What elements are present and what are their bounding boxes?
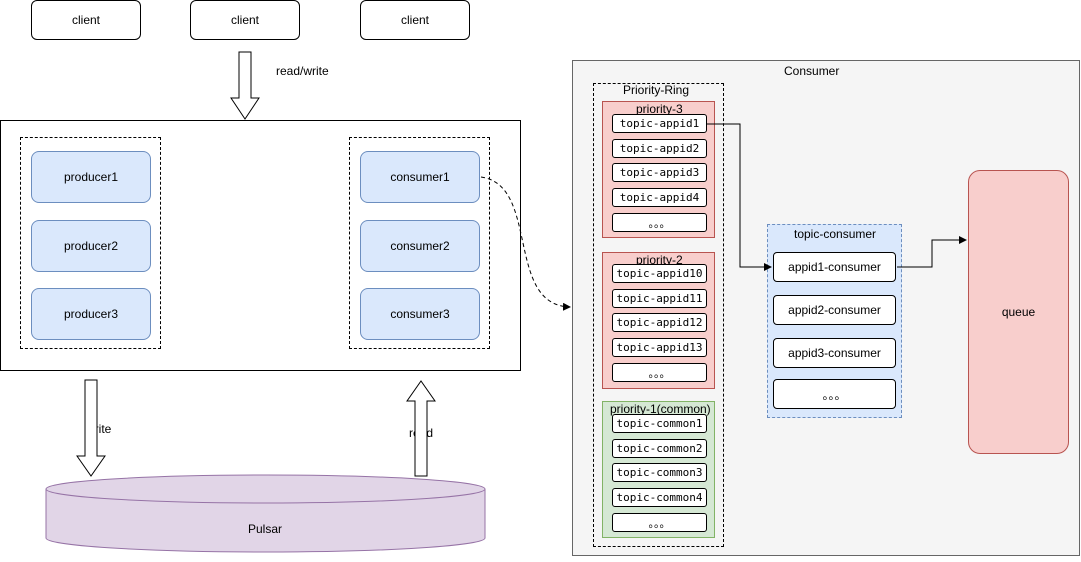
- priority-1-title: priority-1(common): [610, 402, 711, 416]
- producer-group: [20, 137, 161, 349]
- producer-label: producer1: [63, 170, 119, 184]
- priority-ring: [593, 83, 724, 547]
- consumer-label: consumer1: [390, 170, 450, 184]
- producer-node-3: producer3: [31, 288, 151, 340]
- read-write-label: read/write: [276, 64, 329, 78]
- appid-consumer-node: appid3-consumer: [773, 338, 896, 368]
- topic-item: topic-common3: [612, 463, 707, 482]
- queue-node: queue: [968, 170, 1069, 454]
- client-label: client: [400, 13, 429, 27]
- pulsar-label: Pulsar: [248, 522, 283, 536]
- topic-consumer-title: topic-consumer: [794, 227, 877, 241]
- priority-3-title: priority-3: [636, 102, 683, 116]
- appid-consumer-node: appid2-consumer: [773, 295, 896, 325]
- appid-consumer-node: appid1-consumer: [773, 252, 896, 282]
- consumer-node-3: consumer3: [360, 288, 480, 340]
- topic-item: topic-common2: [612, 439, 707, 458]
- topic-item: topic-appid12: [612, 313, 707, 332]
- consumer-label: consumer3: [390, 307, 450, 321]
- topic-item: topic-appid10: [612, 264, 707, 283]
- client-box-1: client: [31, 0, 141, 40]
- priority-2-title: priority-2: [636, 253, 683, 267]
- consumer-panel-title: Consumer: [784, 64, 840, 78]
- topic-item: topic-appid3: [612, 163, 707, 182]
- read-write-arrow: [230, 51, 260, 120]
- topic-item: topic-appid2: [612, 139, 707, 158]
- topic-item: 。。。: [612, 213, 707, 232]
- client-label: client: [71, 13, 100, 27]
- consumer-label: consumer2: [390, 239, 450, 253]
- topic-item: topic-appid4: [612, 188, 707, 207]
- producer-label: producer2: [63, 239, 119, 253]
- client-box-2: client: [190, 0, 300, 40]
- write-label: write: [86, 422, 112, 436]
- client-label: client: [230, 13, 259, 27]
- producer-node-2: producer2: [31, 220, 151, 272]
- producer-label: producer3: [63, 307, 119, 321]
- consumer-node-2: consumer2: [360, 220, 480, 272]
- client-box-3: client: [360, 0, 470, 40]
- topic-item: topic-appid1: [612, 114, 707, 133]
- appid-consumer-node: 。。。: [773, 379, 896, 409]
- topic-item: topic-common4: [612, 488, 707, 507]
- consumer-node-1: consumer1: [360, 151, 480, 203]
- topic-item: topic-common1: [612, 414, 707, 433]
- priority-ring-title: Priority-Ring: [623, 83, 690, 97]
- producer-node-1: producer1: [31, 151, 151, 203]
- topic-item: topic-appid13: [612, 338, 707, 357]
- topic-item: 。。。: [612, 513, 707, 532]
- read-label: read: [409, 426, 434, 440]
- topic-item: topic-appid11: [612, 289, 707, 308]
- topic-item: 。。。: [612, 363, 707, 382]
